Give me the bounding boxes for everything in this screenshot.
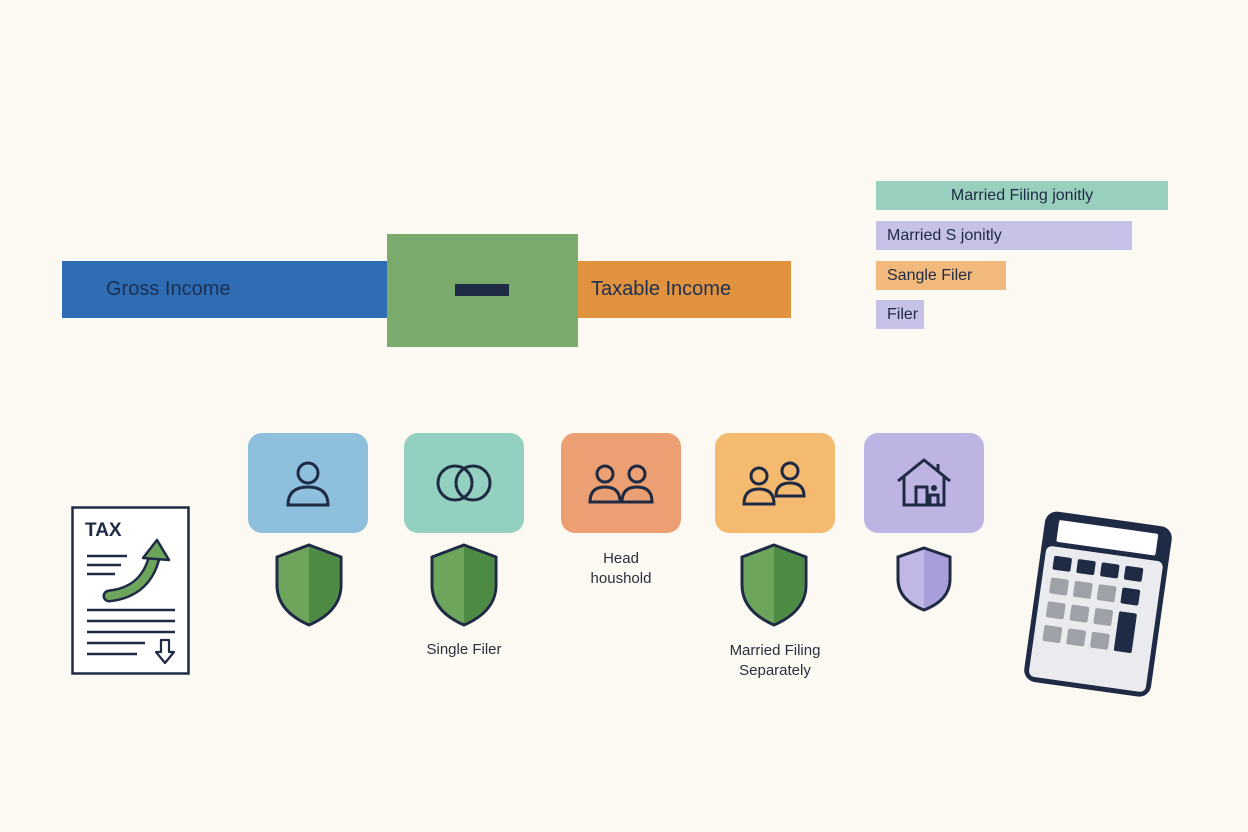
shield-icon <box>896 546 952 612</box>
legend-item-married-jointly: Married Filing jonitly <box>876 181 1168 210</box>
caption-head-of-household: Head houshold <box>561 549 681 589</box>
legend-label: Filer <box>887 305 919 323</box>
tax-document-title: TAX <box>85 520 122 541</box>
minus-icon <box>455 284 509 296</box>
legend-item-married-s-jointly: Married S jonitly <box>876 221 1132 250</box>
shield-icon <box>740 543 808 627</box>
taxable-income-bar: Taxable Income <box>574 261 791 318</box>
shield-icon <box>430 543 498 627</box>
shield-icon <box>275 543 343 627</box>
status-tile-household <box>864 433 984 533</box>
caption-single-filer: Single Filer <box>426 641 502 658</box>
legend-label: Married Filing jonitly <box>950 186 1094 204</box>
caption-line: Married Filing <box>729 642 821 659</box>
gross-income-label: Gross Income <box>106 278 231 300</box>
calculator-icon <box>1024 511 1172 697</box>
status-tile-married <box>404 433 524 533</box>
two-people-icon <box>588 464 654 504</box>
legend-item-single-filer: Sangle Filer <box>876 261 1006 290</box>
status-tile-head-of-household <box>561 433 681 533</box>
status-tile-married-separately <box>715 433 835 533</box>
status-tile-single <box>248 433 368 533</box>
two-people-icon <box>742 461 806 506</box>
house-icon <box>897 458 951 507</box>
legend-label: Sangle Filer <box>887 266 973 284</box>
caption-line: Head <box>603 550 639 567</box>
caption-married-separately: Married Filing Separately <box>705 641 845 681</box>
caption-line: houshold <box>590 570 652 587</box>
taxable-income-label: Taxable Income <box>591 278 732 300</box>
caption-line: Separately <box>739 662 811 679</box>
legend-item-filer: Filer <box>876 300 924 329</box>
rings-icon <box>436 464 492 502</box>
tax-document-icon: TAX <box>71 506 190 675</box>
tax-document-graphic <box>71 506 190 675</box>
person-icon <box>286 461 330 507</box>
legend-label: Married S jonitly <box>887 226 1002 244</box>
gross-income-bar: Gross Income <box>62 261 392 318</box>
